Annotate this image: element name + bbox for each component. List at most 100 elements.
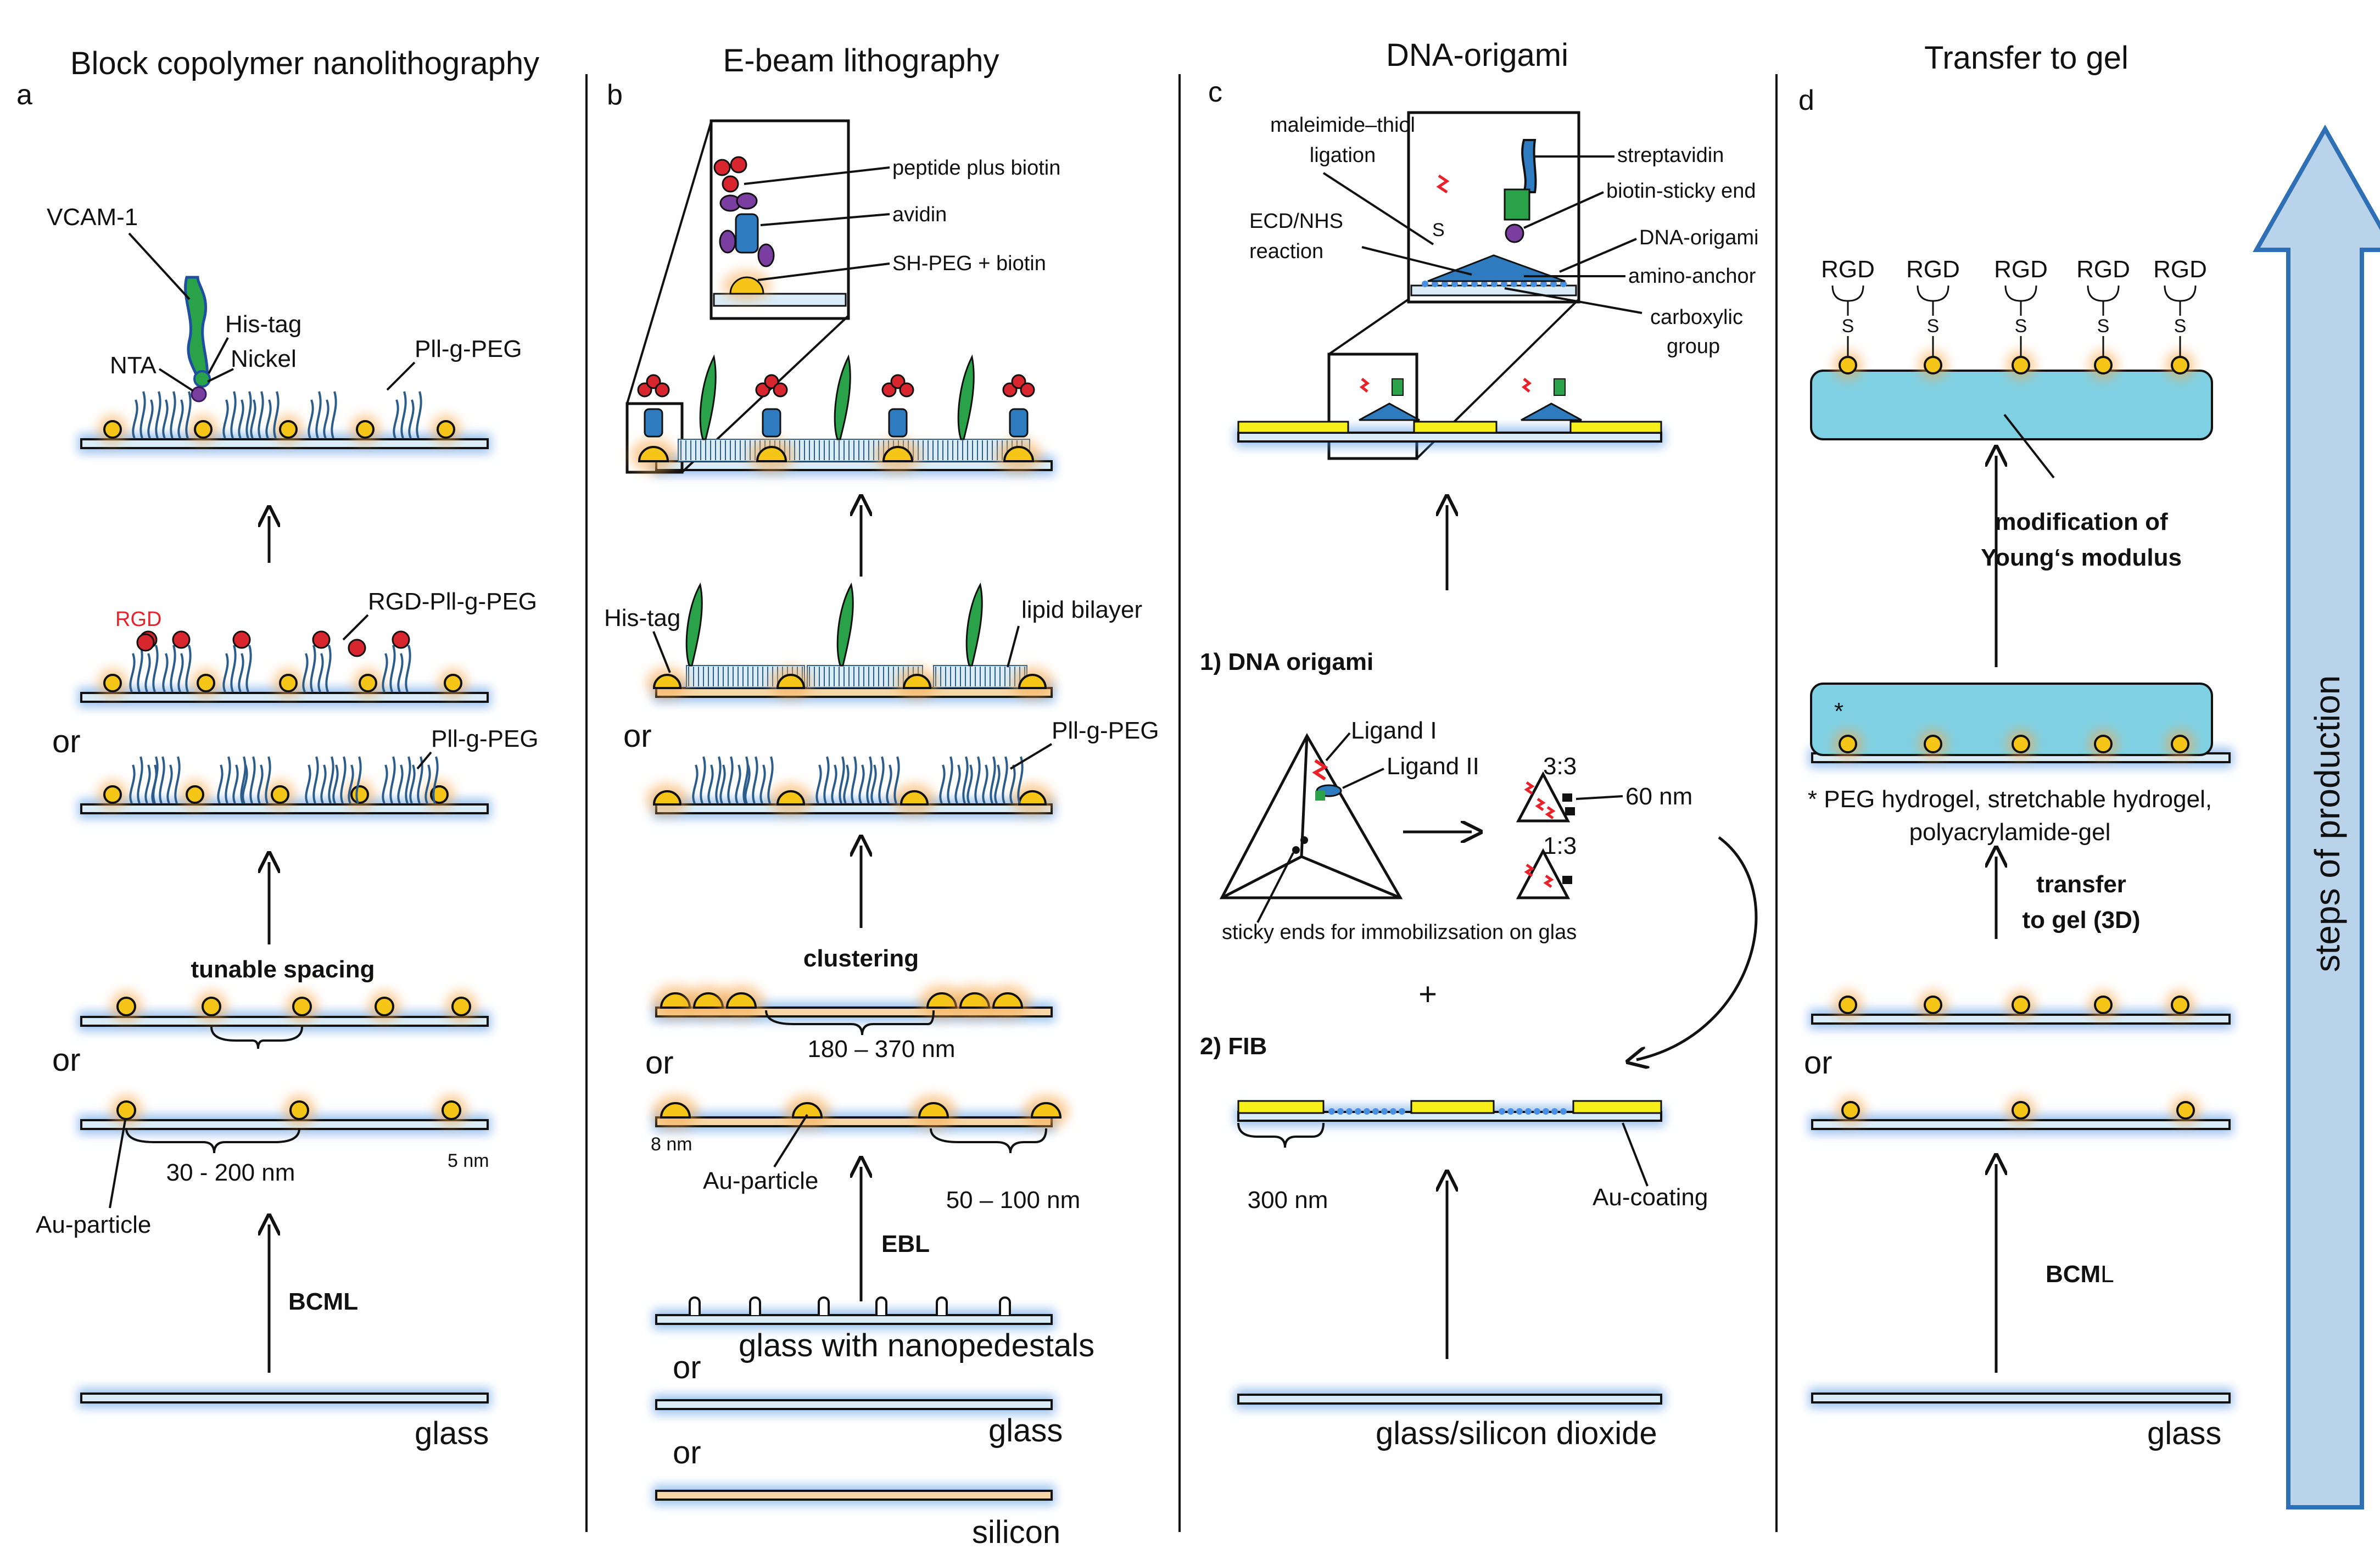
peg-chain: [151, 764, 158, 804]
or-a-1: or: [52, 724, 81, 759]
au-particle: [292, 997, 312, 1016]
peg-chain: [225, 756, 231, 804]
au-particle-label-a: Au-particle: [36, 1211, 151, 1238]
tunable-spacing-label: tunable spacing: [191, 956, 375, 983]
peg-chain: [1002, 756, 1008, 804]
panel-a-title: Block copolymer nanolithography: [70, 46, 539, 81]
carboxyl-dot: [1461, 281, 1468, 287]
linker: [1917, 285, 1949, 302]
peg-chain: [767, 756, 774, 804]
peg-chain: [405, 645, 411, 692]
peg-chain: [340, 756, 347, 804]
peg-chain: [162, 399, 169, 439]
au-particle: [1018, 674, 1047, 689]
au-coating-label: Au-coating: [1593, 1184, 1708, 1211]
pll-peg-label-b: Pll-g-PEG: [1052, 717, 1159, 744]
maleimide-label-1: maleimide–thiol: [1270, 114, 1415, 137]
ecd-leader: [1361, 246, 1472, 276]
ligand-red: [1521, 378, 1532, 393]
carboxyl-dot: [1560, 1108, 1567, 1115]
sticky-ends-leader: [1256, 852, 1294, 923]
peg-chain: [393, 399, 399, 439]
carboxyl-dot: [1550, 281, 1557, 287]
hydrogel-note-1: * PEG hydrogel, stretchable hydrogel,: [1808, 786, 2212, 813]
au-coating-leader: [1622, 1122, 1649, 1187]
sulfur-label: S: [2015, 316, 2027, 337]
au-particle: [900, 790, 929, 806]
carboxyl-dot: [1551, 1108, 1558, 1115]
ratio2-label: 1:3: [1543, 832, 1577, 859]
avidin-stack: [1009, 408, 1029, 438]
peg-chain: [245, 391, 252, 439]
spacing-label-b: 50 – 100 nm: [946, 1187, 1081, 1214]
rgd-peptide: [348, 639, 366, 657]
hydrogel-asterisk: *: [1834, 698, 1843, 725]
panel-b-letter: b: [607, 79, 623, 111]
svg-text:S: S: [1432, 220, 1445, 241]
peg-chain: [162, 653, 169, 692]
vcam-label: VCAM-1: [47, 204, 138, 231]
dna-origami-leader: [1559, 238, 1637, 273]
au-particle: [2094, 996, 2113, 1014]
peg-chain: [240, 756, 247, 804]
step1-label: 1) DNA origami: [1200, 648, 1373, 675]
nanopedestal: [689, 1296, 701, 1315]
his-tag-leader-b: [652, 631, 671, 673]
maleimide-label-2: ligation: [1310, 144, 1376, 167]
his-tag-leader: [208, 337, 229, 374]
peg-chain: [719, 764, 726, 804]
peg-chain: [715, 756, 722, 804]
rgd-peptide: [392, 630, 410, 649]
zoom-box-c-source: [1327, 353, 1418, 460]
peg-chain: [735, 764, 741, 804]
biotin-sticky-label: biotin-sticky end: [1606, 180, 1756, 203]
or-b-2: or: [645, 1045, 674, 1081]
peg-chain: [408, 399, 415, 439]
peg-chain: [744, 764, 751, 804]
peg-chain: [166, 764, 173, 804]
peg-chain: [692, 764, 699, 804]
au-particle: [882, 446, 914, 462]
pll-peg-top-leader: [386, 361, 416, 391]
bcml-rest-part: L: [2100, 1261, 2114, 1288]
rgd-pll-peg-leader: [342, 614, 369, 641]
carboxyl-dot: [1328, 1108, 1335, 1115]
pll-peg-leader-b: [1009, 743, 1053, 770]
production-arrow: steps of production: [2253, 124, 2380, 1509]
au-particle: [359, 674, 377, 692]
peg-chain: [315, 391, 322, 439]
b-top-row: [630, 354, 1042, 473]
his-tag-protein: [834, 354, 851, 440]
origami-small-1: [1516, 771, 1575, 823]
peg-chain: [273, 391, 280, 439]
bcml-bold-part: BCM: [2046, 1261, 2100, 1288]
peg-chain: [245, 645, 252, 692]
carboxyl-dot: [1511, 281, 1517, 287]
au-particle: [279, 674, 298, 692]
peg-chain: [982, 764, 988, 804]
au-particle: [652, 674, 682, 689]
peg-chain: [947, 756, 953, 804]
peptide-ball: [1020, 382, 1035, 398]
nanopedestal: [999, 1296, 1011, 1315]
au-particle: [2012, 735, 2030, 753]
rgd-label: RGD: [1906, 256, 1960, 283]
peg-chain: [727, 756, 734, 804]
panel-c-title: DNA-origami: [1386, 37, 1568, 73]
peg-chain: [752, 756, 758, 804]
peg-chain: [317, 653, 324, 692]
sulfur-label: S: [2174, 316, 2187, 337]
au-particle: [451, 997, 471, 1016]
peg-chain: [310, 645, 316, 692]
au-particle-label-b: Au-particle: [703, 1167, 818, 1194]
peg-chain: [400, 391, 407, 439]
transfer-label-1: transfer: [2036, 871, 2126, 898]
au-particle: [116, 997, 136, 1016]
avidin-leader: [760, 213, 890, 226]
peg-chain: [382, 653, 388, 692]
carboxyl-dot: [1560, 281, 1567, 287]
peg-chain: [405, 756, 411, 804]
ligand-red: [1359, 378, 1370, 393]
carboxyl-dot: [1432, 281, 1438, 287]
peg-chain: [170, 391, 176, 439]
